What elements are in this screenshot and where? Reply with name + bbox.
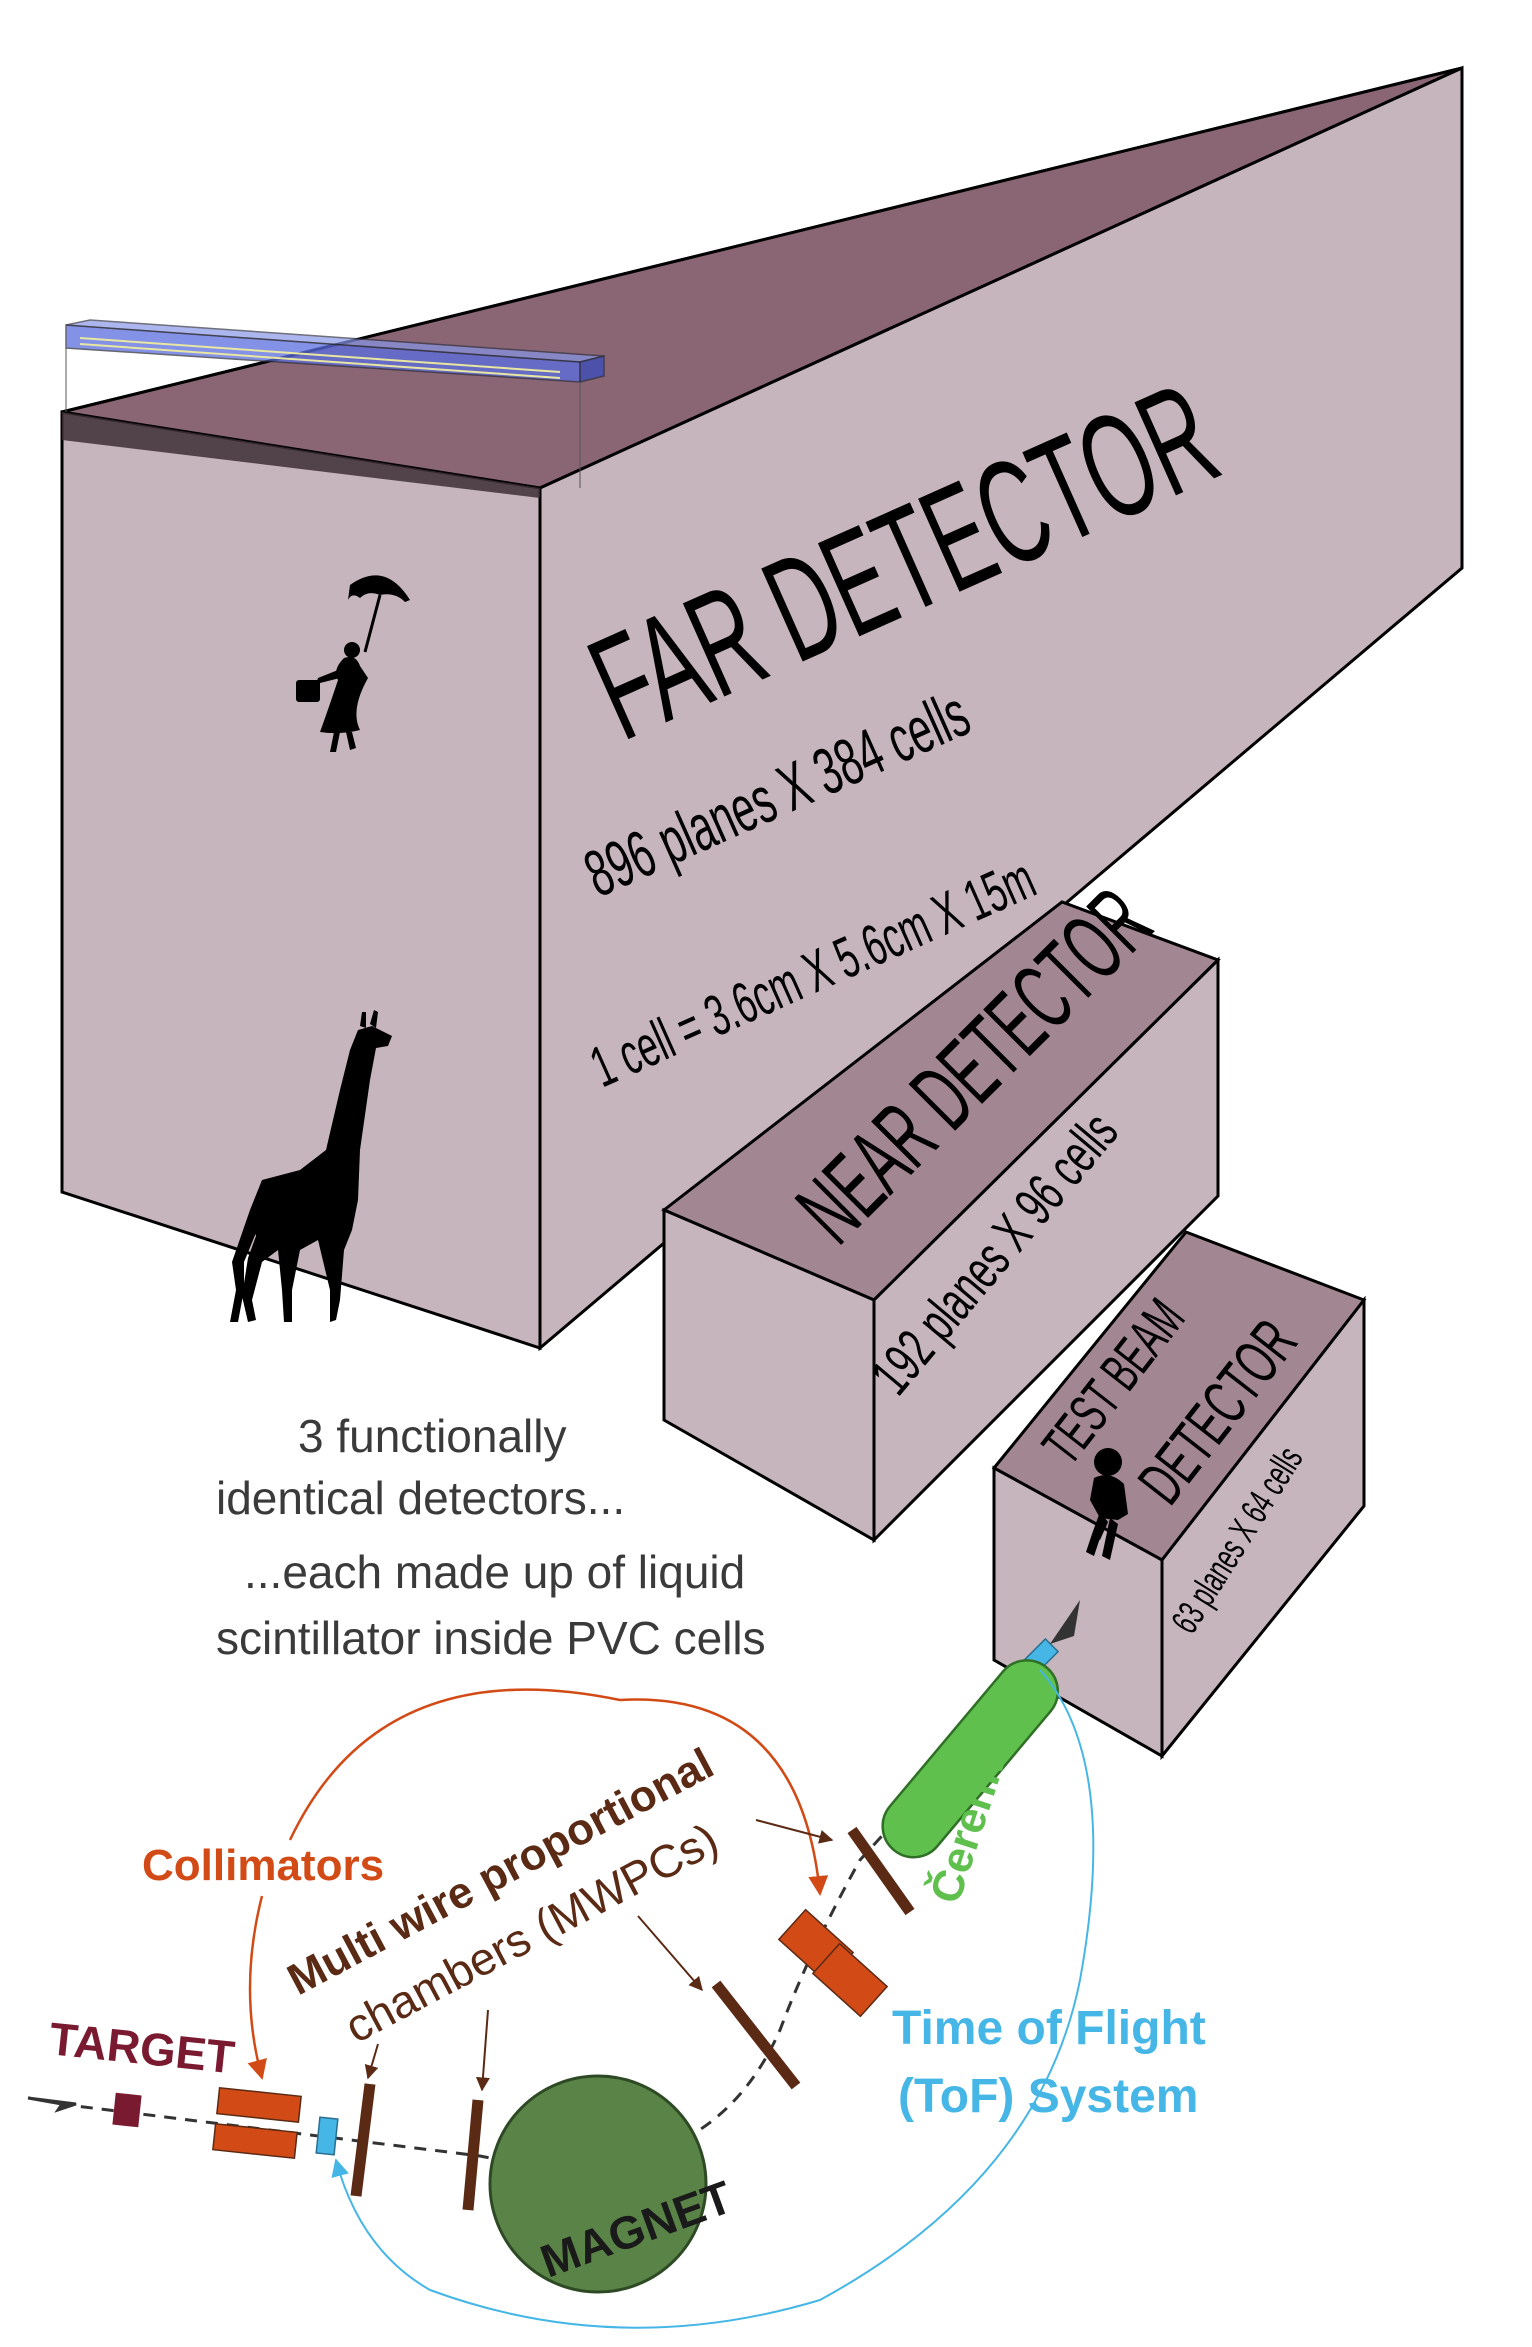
mwpc-1: [350, 2083, 376, 2197]
mwpc-2: [462, 2099, 484, 2211]
caption-line1: 3 functionally: [298, 1410, 567, 1462]
mwpc-4: [847, 1826, 915, 1916]
caption-line3: ...each made up of liquid: [244, 1546, 745, 1598]
collimator-pair-upstream: [212, 2086, 302, 2160]
tof-label-line2: (ToF) System: [898, 2070, 1198, 2123]
tof-connection: [331, 1669, 1095, 2329]
mwpc-pointers: [364, 1819, 834, 2092]
target-block: [112, 2092, 142, 2128]
far-detector: FAR DETECTOR 896 planes X 384 cells 1 ce…: [60, 65, 1464, 1352]
far-detector-front: [60, 410, 542, 1351]
caption-line2: identical detectors...: [216, 1472, 625, 1524]
pvc-cell-bar: [65, 319, 605, 488]
caption-line4: scintillator inside PVC cells: [216, 1612, 766, 1664]
near-detector-side: [872, 956, 1220, 1544]
test-beam-side: [1160, 1295, 1366, 1761]
collimator-pointer-downstream: [288, 1688, 829, 1896]
cerenkov-counter: [881, 1659, 1060, 1859]
incoming-beam-arrow: [27, 2096, 77, 2113]
tof-label-line1: Time of Flight: [892, 2002, 1206, 2055]
mwpc-3: [711, 1980, 801, 2090]
tof-paddle-upstream: [315, 2116, 339, 2156]
magnet: [488, 2074, 708, 2294]
collimator-pointer-upstream: [247, 1895, 267, 2080]
seated-person-silhouette: [1086, 1448, 1128, 1560]
beamline: MAGNET TARGET Collimators Multi wire pro…: [27, 1600, 1206, 2329]
target-label: TARGET: [47, 2012, 237, 2083]
mwpc-chambers: [350, 1826, 915, 2211]
umbrella-lady-silhouette: [296, 575, 410, 752]
collimators-label: Collimators: [142, 1841, 384, 1890]
giraffe-silhouette: [230, 1010, 392, 1322]
caption: 3 functionally identical detectors... ..…: [216, 1410, 766, 1664]
beam-exit-arrow: [1050, 1600, 1080, 1644]
collimator-pair-downstream: [777, 1908, 889, 2018]
